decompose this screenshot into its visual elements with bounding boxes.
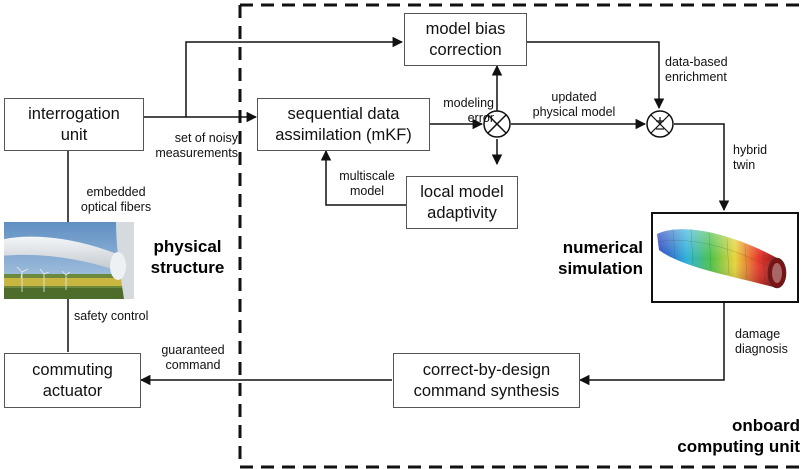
onboard-computing-line1: onboard <box>732 416 800 435</box>
correct-by-design-line2: command synthesis <box>413 381 560 400</box>
hybrid-twin-line2: twin <box>733 158 756 172</box>
onboard-computing-line2: computing unit <box>677 437 800 456</box>
local-model-box: local model adaptivity <box>406 176 518 229</box>
damage-diagnosis-label: damage diagnosis <box>735 327 805 357</box>
modeling-error-line1: modeling <box>443 96 494 110</box>
physical-structure-line2: structure <box>150 258 225 277</box>
data-enrichment-line2: enrichment <box>665 70 727 84</box>
physical-structure-heading: physical structure <box>140 236 235 278</box>
junction-cross-icon <box>483 110 511 138</box>
damage-diagnosis-line1: damage <box>735 327 781 341</box>
junction-plus-minus-icon <box>646 110 674 138</box>
optical-fibers-line1: embedded <box>86 185 146 199</box>
updated-model-line2: physical model <box>532 105 616 119</box>
noisy-measurements-line1: set of noisy <box>174 131 238 145</box>
noisy-measurements-line2: measurements <box>155 146 238 160</box>
local-model-line1: local model <box>420 182 504 201</box>
wind-turbine-photo <box>4 222 134 299</box>
guaranteed-command-line2: command <box>165 358 221 372</box>
numerical-simulation-image <box>651 212 799 303</box>
optical-fibers-label: embedded optical fibers <box>56 185 176 215</box>
data-enrichment-label: data-based enrichment <box>665 55 775 85</box>
updated-model-label: updated physical model <box>514 90 634 120</box>
modeling-error-label: modeling error <box>424 96 494 126</box>
arrow-hybrid-twin <box>674 123 730 212</box>
guaranteed-command-line1: guaranteed <box>161 343 225 357</box>
commuting-actuator-box: commuting actuator <box>4 353 141 408</box>
noisy-measurements-label: set of noisy measurements <box>134 131 238 161</box>
numerical-simulation-heading: numerical simulation <box>525 237 643 279</box>
hybrid-twin-line1: hybrid <box>733 143 768 157</box>
multiscale-model-label: multiscale model <box>332 169 402 199</box>
model-bias-box: model bias correction <box>404 13 527 66</box>
numerical-simulation-line2: simulation <box>557 259 643 278</box>
onboard-computing-heading: onboard computing unit <box>630 415 800 457</box>
assimilation-line2: assimilation (mKF) <box>275 125 412 144</box>
guaranteed-command-label: guaranteed command <box>145 343 241 373</box>
arrow-multiscale-model <box>320 149 406 206</box>
modeling-error-line2: error <box>467 111 494 125</box>
interrogation-unit-box: interrogation unit <box>4 98 144 151</box>
correct-by-design-box: correct-by-design command synthesis <box>393 353 580 408</box>
model-bias-line1: model bias <box>425 19 506 38</box>
multiscale-model-line2: model <box>349 184 385 198</box>
numerical-simulation-line1: numerical <box>562 238 643 257</box>
assimilation-line1: sequential data <box>287 104 400 123</box>
interrogation-unit-line1: interrogation <box>28 104 120 123</box>
onboard-boundary <box>238 3 805 469</box>
data-enrichment-line1: data-based <box>665 55 728 69</box>
interrogation-unit-line2: unit <box>60 125 88 144</box>
local-model-line2: adaptivity <box>427 203 497 222</box>
correct-by-design-line1: correct-by-design <box>422 360 551 379</box>
assimilation-box: sequential data assimilation (mKF) <box>257 98 430 151</box>
arrow-damage-diagnosis <box>578 303 725 386</box>
hybrid-twin-label: hybrid twin <box>733 143 793 173</box>
updated-model-line1: updated <box>551 90 597 104</box>
optical-fibers-line2: optical fibers <box>80 200 152 214</box>
model-bias-line2: correction <box>429 40 502 59</box>
fem-blade-render <box>653 214 796 300</box>
arrow-data-enrichment <box>527 41 665 110</box>
multiscale-model-line1: multiscale <box>339 169 395 183</box>
physical-structure-line1: physical <box>153 237 222 256</box>
safety-control-label: safety control <box>74 309 149 323</box>
commuting-actuator-line2: actuator <box>42 381 103 400</box>
arrow-to-model-bias <box>185 36 404 117</box>
commuting-actuator-line1: commuting <box>32 360 113 379</box>
damage-diagnosis-line2: diagnosis <box>735 342 788 356</box>
wind-turbine-image <box>4 222 134 299</box>
